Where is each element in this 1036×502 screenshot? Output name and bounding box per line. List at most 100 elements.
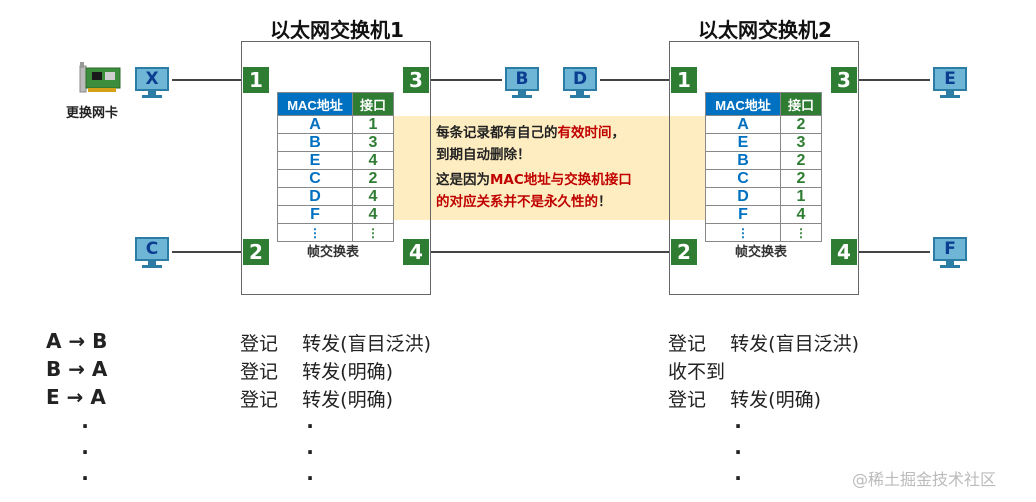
table-cell-port: 2: [780, 151, 822, 170]
table-cell-mac: D: [705, 187, 781, 206]
host-d-label: D: [572, 69, 588, 89]
switch2-port-4: 4: [831, 239, 857, 265]
computer-icon: [933, 237, 967, 268]
link-x-sw1: [172, 79, 242, 81]
network-card-label: 更换网卡: [66, 106, 119, 121]
table-cell-port: 1: [780, 187, 822, 206]
note-line3-a: 这是因为: [436, 172, 490, 188]
table-cell-mac: A: [705, 115, 781, 134]
host-x: X: [134, 66, 170, 106]
flow-sw1-3: 登记 转发(明确): [240, 389, 393, 411]
switch1-table-label: 帧交换表: [307, 245, 360, 260]
dot: ·: [306, 414, 314, 438]
dot: ·: [81, 440, 89, 464]
switch2-port-2: 2: [671, 239, 697, 265]
computer-icon: [505, 67, 539, 98]
note-line4-c: ！: [598, 194, 612, 210]
switch1-box: [241, 41, 431, 295]
link-d-sw2: [600, 79, 670, 81]
host-b-label: B: [515, 69, 529, 89]
watermark: @稀土掘金技术社区: [852, 470, 997, 489]
note-line1-c: ，: [611, 125, 626, 141]
link-sw2-e: [858, 79, 930, 81]
host-b: B: [504, 66, 540, 106]
table-cell-port: 2: [780, 115, 822, 134]
table-header-port: 接口: [780, 92, 822, 116]
link-sw1-sw2: [430, 251, 670, 253]
table-header-mac: MAC地址: [705, 92, 781, 116]
switch2-port-1: 1: [671, 67, 697, 93]
note-line2: 到期自动删除！: [436, 147, 531, 163]
host-d: D: [562, 66, 598, 106]
switch2-table-label: 帧交换表: [735, 245, 788, 260]
switch1-port-1: 1: [243, 67, 269, 93]
link-sw1-b: [430, 79, 502, 81]
dot: ·: [734, 466, 742, 490]
table-cell-port: 4: [352, 187, 394, 206]
dot: ·: [306, 440, 314, 464]
table-cell-mac: A: [277, 115, 353, 134]
computer-icon: [933, 67, 967, 98]
note-line1-a: 每条记录都有自己的: [436, 125, 558, 141]
note-line1-b: 有效时间: [557, 125, 612, 141]
network-card: [78, 62, 126, 100]
table-cell-port: ⋮: [780, 223, 822, 242]
switch1-title: 以太网交换机1: [270, 18, 404, 42]
switch2-box: [669, 41, 859, 295]
link-sw2-f: [858, 251, 930, 253]
table-cell-port: ⋮: [352, 223, 394, 242]
dot: ·: [734, 414, 742, 438]
switch1-port-2: 2: [243, 239, 269, 265]
host-e: E: [932, 66, 968, 106]
table-header-port: 接口: [352, 92, 394, 116]
table-header-mac: MAC地址: [277, 92, 353, 116]
host-c: C: [134, 236, 170, 276]
computer-icon: [563, 67, 597, 98]
dot: ·: [81, 414, 89, 438]
computer-icon: [135, 67, 169, 98]
dots-col2: · · ·: [305, 413, 315, 491]
dot: ·: [734, 440, 742, 464]
flow-sw2-3: 登记 转发(明确): [668, 389, 821, 411]
network-card-icon: [79, 62, 121, 93]
table-cell-mac: C: [277, 169, 353, 188]
table-cell-mac: E: [277, 151, 353, 170]
table-cell-mac: E: [705, 133, 781, 152]
table-cell-mac: F: [277, 205, 353, 224]
table-row: ⋮⋮: [705, 223, 822, 242]
dot: ·: [306, 466, 314, 490]
dot: ·: [81, 466, 89, 490]
table-cell-mac: B: [705, 151, 781, 170]
note-band: [394, 116, 706, 220]
table-cell-port: 3: [780, 133, 822, 152]
host-e-label: E: [944, 69, 956, 89]
table-cell-mac: F: [705, 205, 781, 224]
flow-sw1-2: 登记 转发(明确): [240, 361, 393, 383]
table-row: ⋮⋮: [277, 223, 394, 242]
host-f-label: F: [944, 239, 956, 259]
table-cell-port: 2: [352, 169, 394, 188]
link-c-sw1: [172, 251, 242, 253]
flow-sw2-2: 收不到: [668, 361, 726, 383]
dots-col3: · · ·: [733, 413, 743, 491]
computer-icon: [135, 237, 169, 268]
switch2-port-3: 3: [831, 67, 857, 93]
switch2-title: 以太网交换机2: [698, 18, 832, 42]
note-line4-b: 的对应关系并不是永久性的: [436, 194, 598, 210]
table-cell-mac: B: [277, 133, 353, 152]
dots-col1: · · ·: [80, 413, 90, 491]
table-cell-mac: ⋮: [277, 223, 353, 242]
table-cell-port: 2: [780, 169, 822, 188]
table-cell-port: 1: [352, 115, 394, 134]
table-cell-mac: D: [277, 187, 353, 206]
